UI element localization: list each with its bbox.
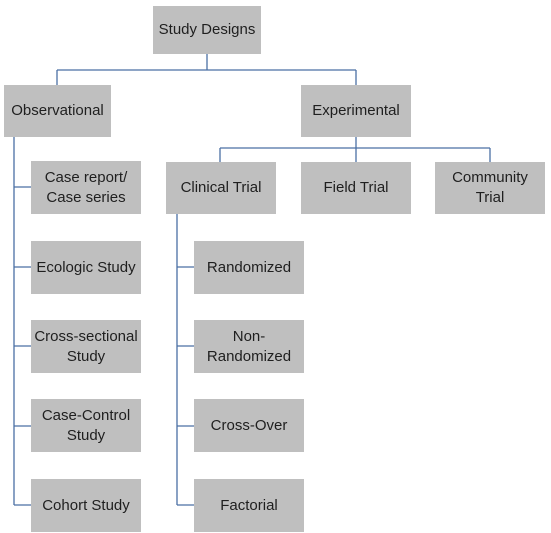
node-case-control-study: Case-Control Study	[31, 399, 141, 452]
node-cross-over-label: Cross-Over	[210, 416, 288, 434]
node-community-trial-label: Community Trial	[452, 169, 528, 206]
node-factorial: Factorial	[194, 479, 304, 532]
node-cohort-study-label: Cohort Study	[42, 496, 130, 514]
node-experimental: Experimental	[301, 85, 411, 137]
node-observational-label: Observational	[11, 102, 104, 119]
node-experimental-label: Experimental	[312, 102, 400, 119]
node-observational: Observational	[4, 85, 111, 137]
node-clinical-trial-label: Clinical Trial	[180, 179, 262, 196]
node-factorial-label: Factorial	[220, 496, 278, 514]
node-study-designs-label: Study Designs	[158, 21, 256, 38]
node-case-report: Case report/ Case series	[31, 161, 141, 214]
node-randomized-label: Randomized	[206, 258, 292, 276]
node-ecologic-study-label: Ecologic Study	[36, 258, 136, 276]
node-ecologic-study: Ecologic Study	[31, 241, 141, 294]
node-field-trial: Field Trial	[301, 162, 411, 214]
node-field-trial-label: Field Trial	[323, 179, 389, 196]
node-case-report-label: Case report/ Case series	[44, 168, 128, 206]
node-case-control-study-label: Case-Control Study	[41, 406, 131, 444]
node-cohort-study: Cohort Study	[31, 479, 141, 532]
node-clinical-trial: Clinical Trial	[166, 162, 276, 214]
node-study-designs: Study Designs	[153, 6, 261, 54]
node-cross-sectional-study-label: Cross-sectional Study	[34, 327, 138, 365]
node-cross-sectional-study: Cross-sectional Study	[31, 320, 141, 373]
node-non-randomized: Non-Randomized	[194, 320, 304, 373]
node-cross-over: Cross-Over	[194, 399, 304, 452]
node-community-trial: Community Trial	[435, 162, 545, 214]
node-randomized: Randomized	[194, 241, 304, 294]
node-non-randomized-label: Non-Randomized	[206, 327, 292, 365]
